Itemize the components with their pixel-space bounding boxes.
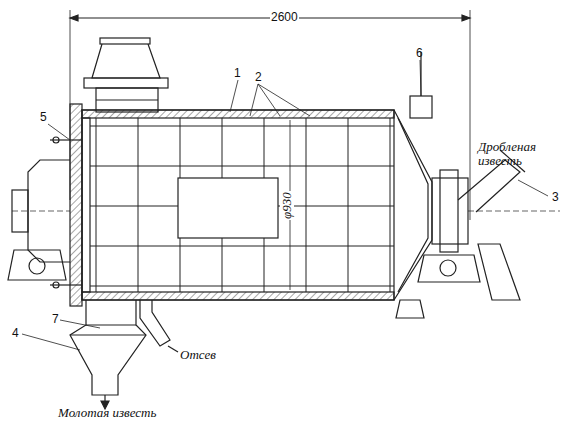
screenings-chute — [140, 300, 170, 346]
grid-line — [90, 286, 394, 287]
grid-line — [90, 246, 394, 247]
callout-number: 5 — [40, 110, 47, 124]
material-label: Отсев — [180, 348, 216, 362]
callout-number: 1 — [234, 66, 241, 80]
grid-line — [90, 126, 394, 127]
grid-line — [306, 118, 307, 292]
diameter-text: φ930 — [280, 191, 294, 220]
feed-chute — [458, 150, 560, 300]
central-opening — [178, 178, 278, 238]
extension-line — [470, 10, 471, 220]
leader-lines — [22, 60, 548, 350]
sieve-grid — [90, 118, 394, 292]
dimension-text: 2600 — [270, 10, 299, 24]
bearing-cap — [410, 96, 432, 118]
callout-number: 3 — [552, 190, 559, 204]
discharge-hopper — [70, 300, 178, 409]
grid-line — [96, 118, 97, 292]
callout-number: 4 — [12, 326, 19, 340]
material-label: Дробленая известь — [478, 140, 568, 168]
material-label: Молотая известь — [58, 406, 156, 420]
foot — [396, 300, 424, 318]
exhaust-hood — [84, 38, 168, 112]
left-trunnion — [8, 137, 82, 288]
drum-shell — [70, 104, 432, 306]
grid-line — [138, 118, 139, 292]
callout-number: 6 — [416, 46, 423, 60]
callout-number: 2 — [255, 70, 262, 84]
right-trunnion — [396, 52, 480, 318]
grid-line — [390, 118, 391, 292]
grid-line — [90, 166, 394, 167]
grid-line — [348, 118, 349, 292]
callout-number: 7 — [52, 312, 59, 326]
